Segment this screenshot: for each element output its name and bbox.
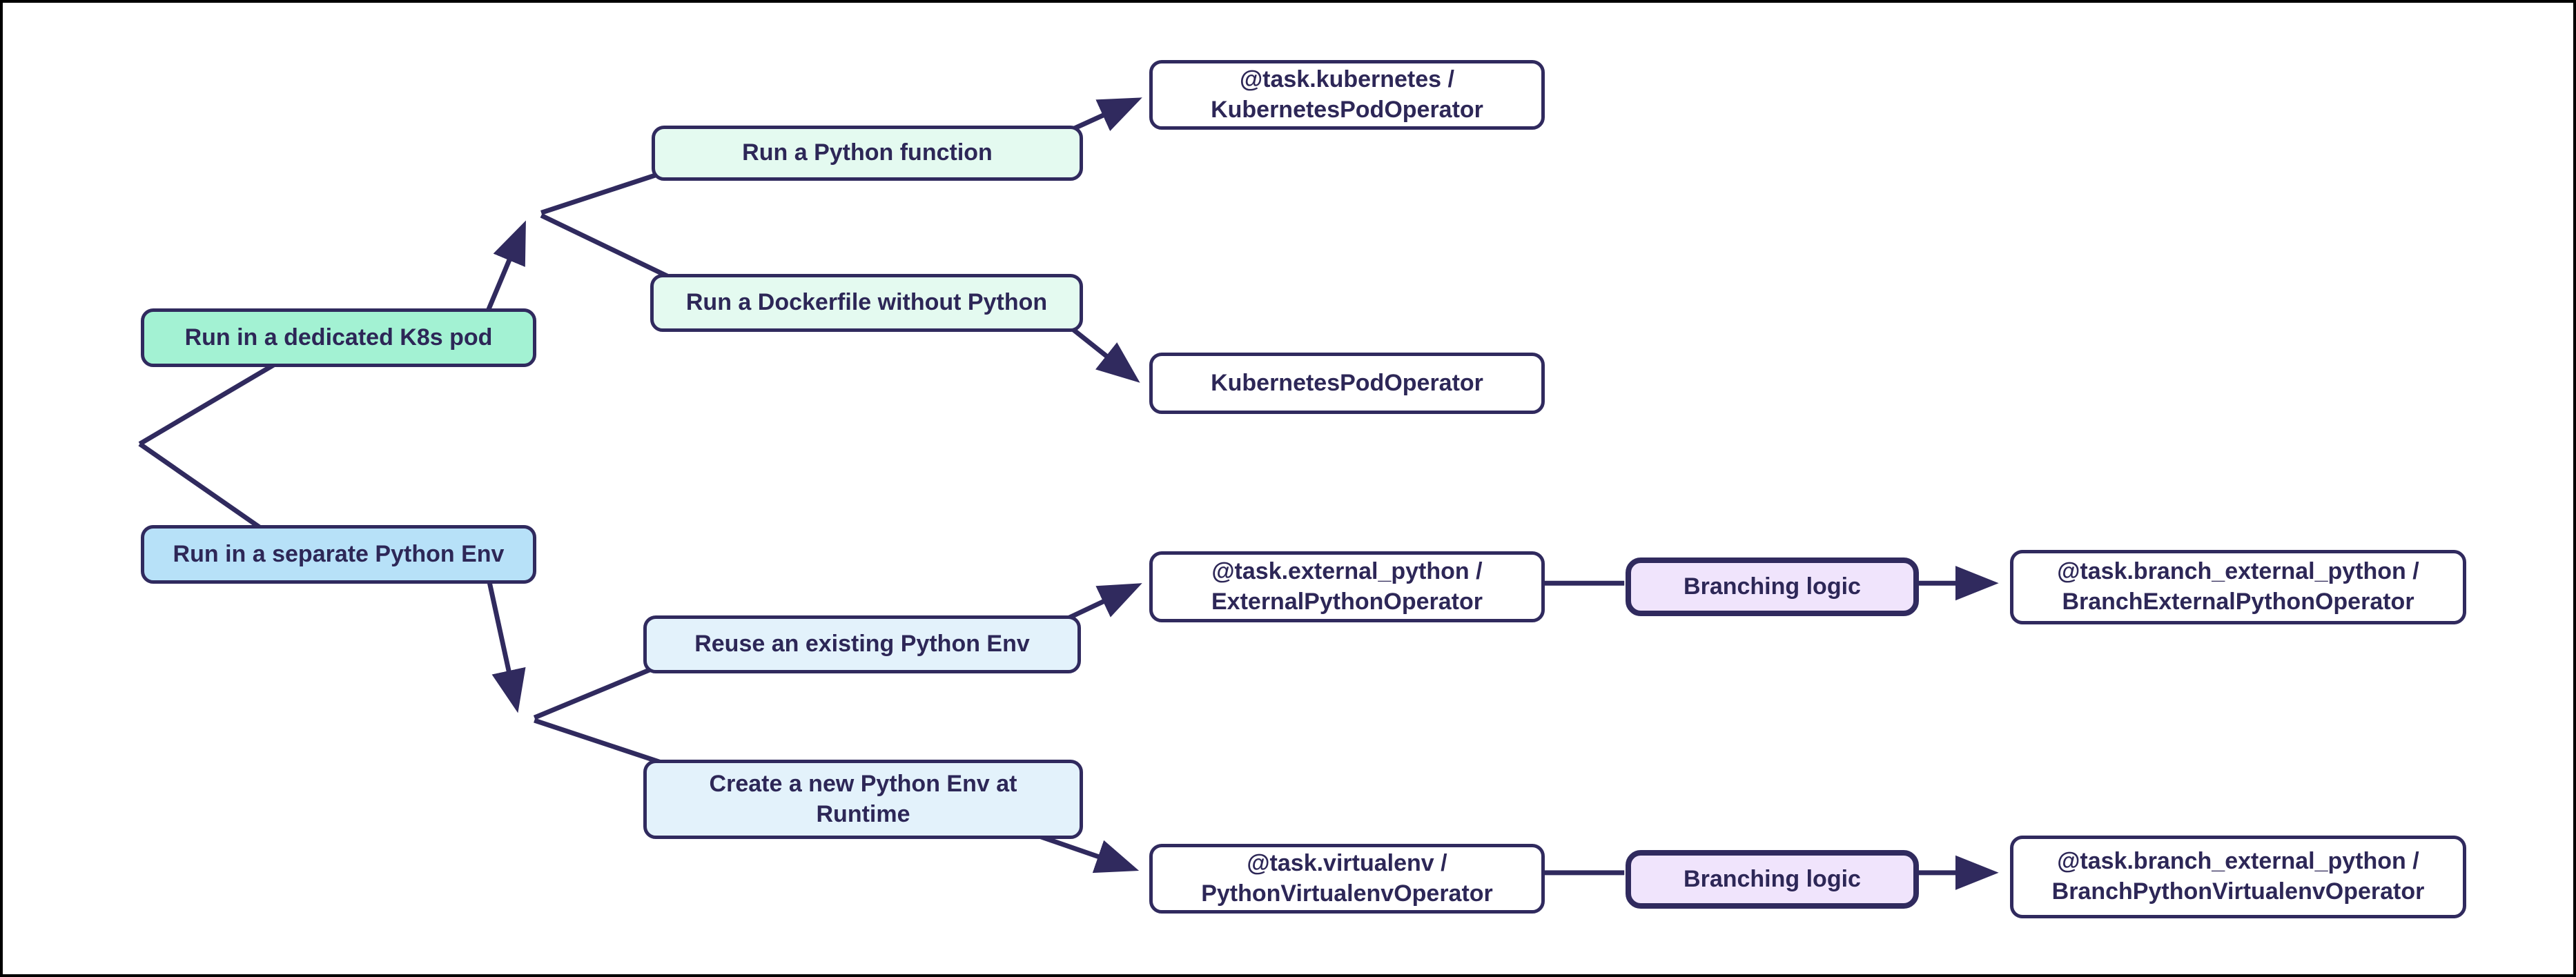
edge-root-to-separate-env bbox=[138, 442, 277, 540]
node-run-separate-python-env: Run in a separate Python Env bbox=[141, 525, 536, 584]
node-task-external-python-operator: @task.external_python / ExternalPythonOp… bbox=[1149, 551, 1545, 622]
node-create-new-python-env: Create a new Python Env at Runtime bbox=[643, 760, 1083, 839]
edge-reuse-env-to-task-external-python bbox=[1060, 583, 1142, 624]
node-branching-logic-external: Branching logic bbox=[1626, 557, 1919, 616]
node-run-dedicated-k8s-pod: Run in a dedicated K8s pod bbox=[141, 308, 536, 367]
edge-dedicated-k8s-to-junction bbox=[485, 220, 526, 313]
node-run-dockerfile-without-python: Run a Dockerfile without Python bbox=[650, 274, 1083, 332]
node-task-branch-python-virtualenv-operator: @task.branch_external_python / BranchPyt… bbox=[2010, 836, 2466, 918]
node-run-python-function: Run a Python function bbox=[652, 126, 1083, 181]
node-branching-logic-virtualenv: Branching logic bbox=[1626, 850, 1919, 909]
edge-separate-env-to-junction bbox=[485, 573, 526, 713]
node-task-virtualenv-operator: @task.virtualenv / PythonVirtualenvOpera… bbox=[1149, 844, 1545, 914]
node-task-branch-external-python-operator: @task.branch_external_python / BranchExt… bbox=[2010, 550, 2466, 624]
connector-lines-layer bbox=[138, 97, 1999, 890]
node-task-kubernetes-operator: @task.kubernetes / KubernetesPodOperator bbox=[1149, 60, 1545, 130]
edge-root-to-dedicated-k8s bbox=[138, 354, 290, 446]
node-reuse-existing-python-env: Reuse an existing Python Env bbox=[643, 615, 1081, 673]
node-kubernetespodoperator: KubernetesPodOperator bbox=[1149, 353, 1545, 414]
edge-junction-to-dockerfile bbox=[540, 213, 688, 288]
